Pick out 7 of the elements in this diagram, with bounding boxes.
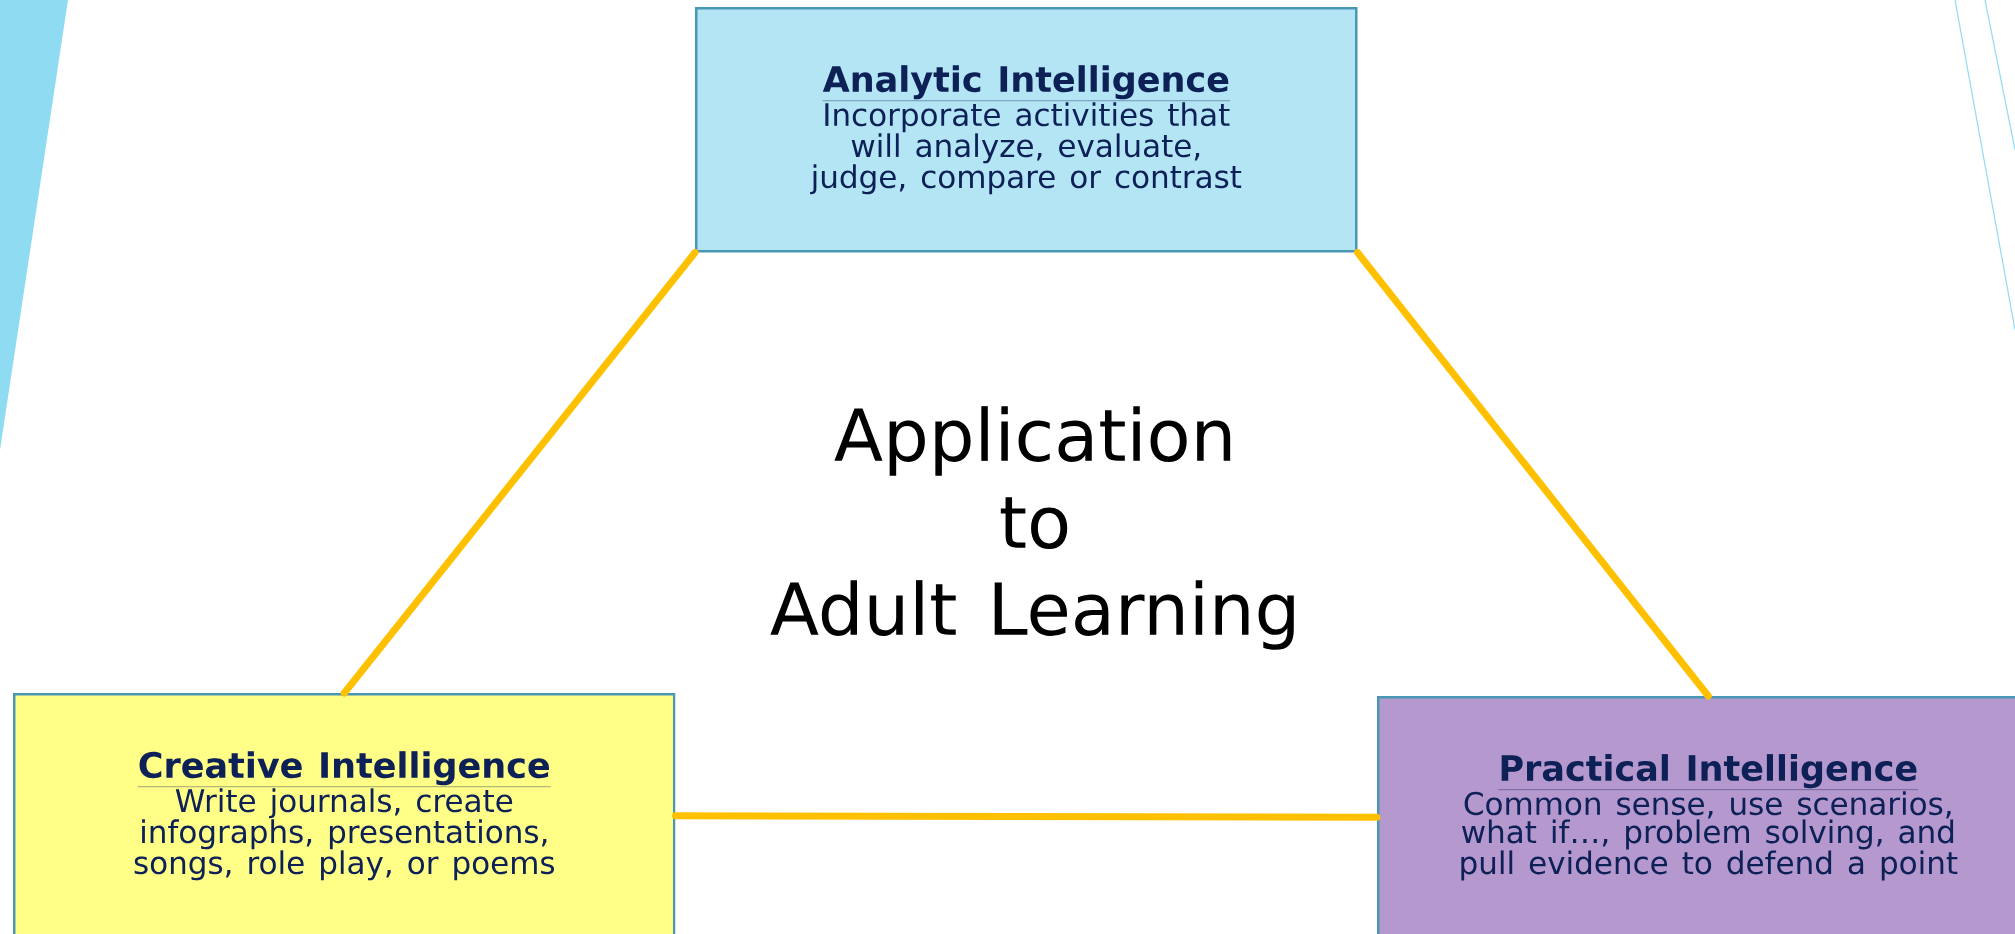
intelligence-box: Creative Intelligence Write journals, create infographs, presentations, songs, role play, or poems bbox=[13, 693, 676, 934]
intelligence-box: Analytic Intelligence Incorporate activities that will analyze, evaluate, judge, compare or contrast bbox=[695, 7, 1358, 253]
intelligence-box: Practical Intelligence Common sense, use scenarios, what if…, problem solving, and pull evidence to defend a point bbox=[1377, 696, 2015, 934]
center-title: Application to Adult Learning bbox=[770, 406, 1294, 650]
connector-line bbox=[1354, 249, 1712, 700]
connector-line bbox=[340, 249, 699, 697]
connector-line bbox=[672, 812, 1381, 821]
